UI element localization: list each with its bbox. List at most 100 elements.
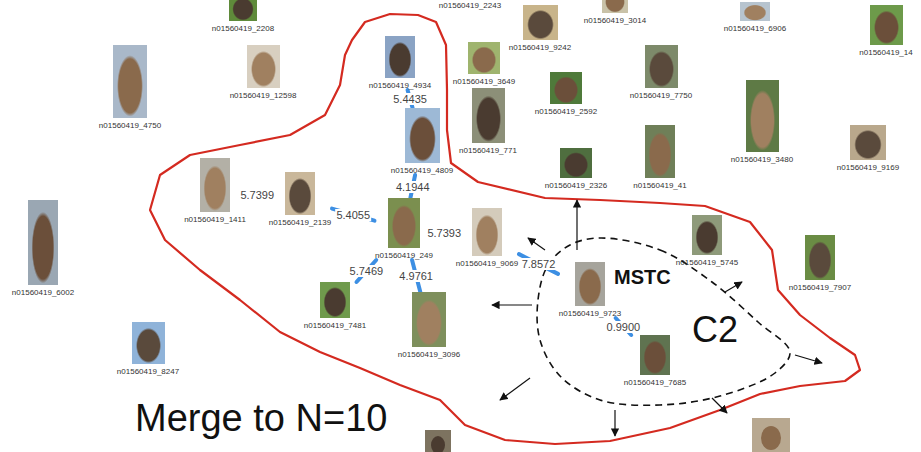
bird-photo (550, 72, 582, 104)
bird-photo (388, 198, 420, 248)
cluster-name: C2 (692, 310, 738, 350)
image-id: n01560419_9242 (508, 43, 572, 52)
edge-weight: 7.8572 (521, 258, 557, 270)
edge-weight: 5.7399 (239, 189, 275, 201)
image-id: n01560419_3649 (452, 77, 516, 86)
bird-photo (431, 436, 445, 452)
image-id: n01560419_249 (375, 251, 434, 260)
bird-photo (425, 430, 451, 452)
expansion-arrow (492, 304, 532, 305)
image-id: n01560419_771 (459, 146, 518, 155)
image-id: n01560419_7750 (629, 91, 693, 100)
image-node: n01560419_771 (459, 88, 518, 155)
bird-photo (805, 235, 835, 280)
image-node: n01560419_7481 (303, 282, 367, 330)
mst-edge (332, 209, 375, 221)
image-node: n01560419_3096 (397, 292, 461, 359)
image-id: n01560419_8247 (116, 367, 180, 376)
image-node: n01560419_41 (633, 125, 688, 190)
image-id: n01560419_7481 (303, 321, 367, 330)
bird-photo (200, 158, 230, 212)
bird-photo (229, 0, 257, 21)
bird-photo (472, 208, 502, 256)
image-node: n01560419_9069 (455, 208, 519, 268)
image-node: n01560419_12598 (229, 45, 297, 100)
expansion-arrow (500, 378, 530, 400)
image-node: n01560419_2243 (438, 0, 502, 10)
image-node: n01560419_8247 (116, 322, 180, 376)
image-id: n01560419_12598 (229, 91, 297, 100)
image-node: n01560419_7750 (629, 45, 693, 100)
bird-photo (870, 5, 903, 45)
image-node: n01560419_4750 (98, 45, 162, 130)
step-caption: Merge to N=10 (135, 396, 387, 440)
bird-photo (645, 45, 678, 88)
image-node: n01560419_2326 (544, 148, 608, 190)
bird-photo (746, 80, 779, 152)
image-node: n01560419_3480 (730, 80, 794, 164)
image-node: n01560419_4809 (390, 108, 454, 175)
image-node: n01560419_7685 (623, 335, 687, 387)
image-id: n01560419_3096 (397, 350, 461, 359)
image-node: n01560419_3014 (583, 0, 647, 25)
bird-photo (523, 5, 558, 40)
bird-photo (692, 215, 722, 255)
image-node: n01560419_6002 (11, 200, 75, 297)
image-node: n01560419_2139 (268, 172, 332, 227)
image-id: n01560419_3014 (583, 16, 647, 25)
bird-photo (285, 172, 315, 215)
mst-edge (519, 254, 558, 274)
bird-photo (850, 125, 886, 160)
image-id: n01560419_41 (633, 181, 688, 190)
image-id: n01560419_3480 (730, 155, 794, 164)
image-node: n01560419_6906 (723, 2, 787, 33)
edge-weight: 5.4435 (392, 93, 428, 105)
expansion-arrow (712, 398, 727, 413)
edge-weight: 5.7469 (349, 265, 385, 277)
image-id: n01560419_9169 (836, 163, 900, 172)
image-node: n01560419_9242 (508, 5, 572, 52)
image-node: n01560419_2592 (534, 72, 598, 116)
image-id: n01560419_1411 (184, 215, 247, 224)
image-node: n01560419_9723 (558, 262, 622, 318)
image-id: n01560419_2139 (268, 218, 332, 227)
edge-weight: 5.4055 (335, 209, 371, 221)
region-outline (537, 238, 790, 405)
bird-photo (640, 335, 670, 375)
image-node: n01560419_249 (375, 198, 434, 260)
image-id: n01560419_2592 (534, 107, 598, 116)
image-id: n01560419_5745 (675, 258, 739, 267)
image-node: n01560419_1411 (184, 158, 247, 224)
bird-photo (761, 426, 781, 450)
image-node: n01560419_14 (859, 5, 914, 57)
bird-photo (320, 282, 350, 318)
bird-photo (132, 322, 165, 364)
image-node: n01560419_4934 (368, 36, 432, 90)
image-id: n01560419_4934 (368, 81, 432, 90)
bird-photo (472, 88, 505, 143)
image-node: n01560419_5745 (675, 215, 739, 267)
method-label: MSTC (614, 266, 671, 289)
bird-photo (602, 0, 628, 13)
image-id: n01560419_2326 (544, 181, 608, 190)
image-id: n01560419_6002 (11, 288, 75, 297)
expansion-arrow (795, 355, 822, 363)
image-node: n01560419_2208 (211, 0, 275, 33)
edge-weight: 5.7393 (426, 227, 462, 239)
bird-photo (28, 200, 58, 285)
bird-photo (412, 292, 446, 347)
bird-photo (740, 2, 770, 21)
image-id: n01560419_7685 (623, 378, 687, 387)
image-node: n01560419_3649 (452, 42, 516, 86)
bird-photo (645, 125, 675, 178)
image-id: n01560419_7907 (788, 283, 852, 292)
bird-photo (752, 418, 790, 452)
image-id: n01560419_9723 (558, 309, 622, 318)
edge-weight: 0.9900 (606, 321, 642, 333)
image-id: n01560419_2208 (211, 24, 275, 33)
bird-photo (385, 36, 415, 78)
edge-weight: 4.9761 (398, 270, 434, 282)
bird-photo (468, 42, 500, 74)
bird-photo (247, 45, 280, 88)
